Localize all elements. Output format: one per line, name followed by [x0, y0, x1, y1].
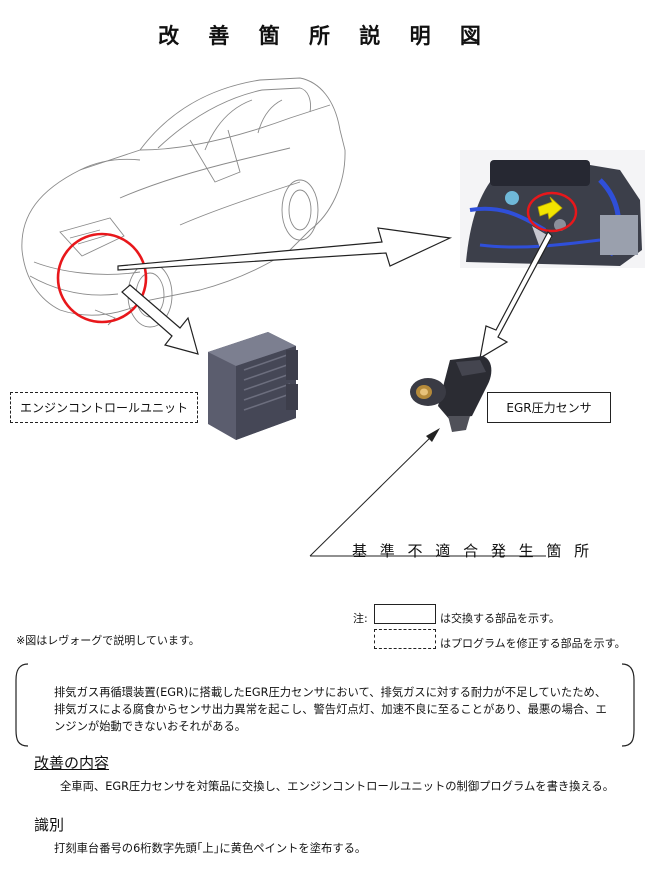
bracket-right — [621, 663, 635, 747]
occurrence-location-label: 基 準 不 適 合 発 生 箇 所 — [352, 542, 594, 560]
car-illustration — [21, 77, 346, 328]
egr-sensor-label: EGR圧力センサ — [487, 392, 611, 423]
arrow-to-egr-sensor — [479, 231, 553, 360]
defect-description: 排気ガス再循環装置(EGR)に搭載したEGR圧力センサにおいて、排気ガスに対する… — [54, 686, 607, 733]
legend-solid-text: は交換する部品を示す。 — [440, 612, 560, 625]
highlight-circle-engine — [526, 191, 578, 233]
improvement-text: 全車両、EGR圧力センサを対策品に交換し、エンジンコントロールユニットの制御プロ… — [60, 780, 615, 793]
highlight-circle-car — [56, 232, 148, 324]
legend-dashed-box — [374, 629, 436, 649]
location-leader-line — [309, 429, 439, 557]
page-title: 改 善 箇 所 説 明 図 — [158, 23, 492, 48]
identification-text: 打刻車台番号の6桁数字先頭｢上｣に黄色ペイントを塗布する。 — [54, 842, 367, 855]
legend-solid-box — [374, 604, 436, 624]
location-arrowhead — [426, 428, 440, 442]
arrow-to-ecu — [121, 284, 199, 355]
footnote: ※図はレヴォーグで説明しています。 — [16, 634, 200, 647]
legend-note-prefix: 注: — [353, 612, 368, 625]
ecu-label: エンジンコントロールユニット — [10, 392, 198, 423]
bracket-left — [15, 663, 29, 747]
egr-sensor-image — [410, 356, 492, 432]
legend-dashed-text: はプログラムを修正する部品を示す。 — [440, 637, 626, 650]
arrow-to-engine — [117, 227, 453, 271]
improvement-heading: 改善の内容 — [34, 754, 110, 772]
identification-heading: 識別 — [34, 816, 65, 834]
ecu-image — [208, 332, 298, 440]
highlight-arrow-engine — [537, 196, 563, 220]
